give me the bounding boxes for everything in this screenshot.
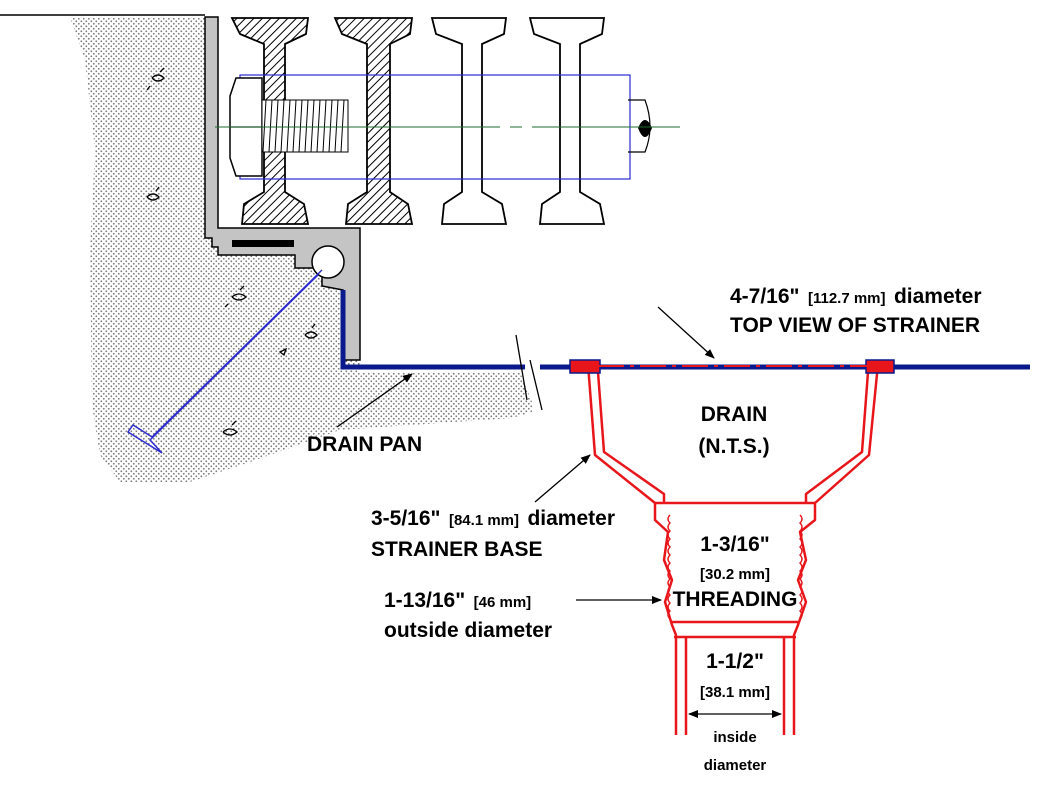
label-id-dim: 1-1/2" xyxy=(706,650,764,673)
grate-bar-4 xyxy=(528,17,606,225)
hinge-pin xyxy=(311,245,345,279)
label-drain-nts: (N.T.S.) xyxy=(698,435,769,458)
label-id-caption-1: inside xyxy=(713,729,756,746)
label-thread-mm: [30.2 mm] xyxy=(700,566,770,583)
drain-threading xyxy=(667,514,803,620)
gasket-strip xyxy=(232,240,294,247)
label-drain: DRAIN xyxy=(701,403,768,426)
bolt-assembly xyxy=(215,74,680,180)
label-strainer-base-caption: STRAINER BASE xyxy=(371,538,543,561)
anchor-rod xyxy=(126,269,323,454)
grate-bar-3 xyxy=(430,17,508,225)
label-drain-pan: DRAIN PAN xyxy=(307,433,422,456)
label-thread-dim: 1-3/16" xyxy=(700,533,770,556)
label-id-mm: [38.1 mm] xyxy=(700,684,770,701)
pan-break-1 xyxy=(515,334,528,401)
label-top-view-caption: TOP VIEW OF STRAINER xyxy=(730,314,980,337)
pan-break-2 xyxy=(529,359,543,411)
label-strainer-base-dim: 3-5/16" [84.1 mm] diameter xyxy=(371,507,615,530)
label-od-dim: 1-13/16" [46 mm] xyxy=(384,589,531,612)
grate-bar-2 xyxy=(333,17,414,225)
drain-body xyxy=(586,363,880,735)
label-top-view-dim: 4-7/16" [112.7 mm] diameter xyxy=(730,285,982,308)
label-id-caption-2: diameter xyxy=(704,757,767,774)
arrow-top-view xyxy=(657,306,715,359)
label-od-caption: outside diameter xyxy=(384,619,552,642)
arrow-strainer-base xyxy=(534,454,591,503)
bolt-thread xyxy=(261,99,349,153)
label-thread-caption: THREADING xyxy=(673,588,798,611)
leader-arrows xyxy=(336,306,782,718)
aggregate-marks xyxy=(146,67,318,436)
flange-left xyxy=(569,359,601,374)
arrow-drain-pan xyxy=(336,373,413,428)
flange-right xyxy=(865,359,895,374)
